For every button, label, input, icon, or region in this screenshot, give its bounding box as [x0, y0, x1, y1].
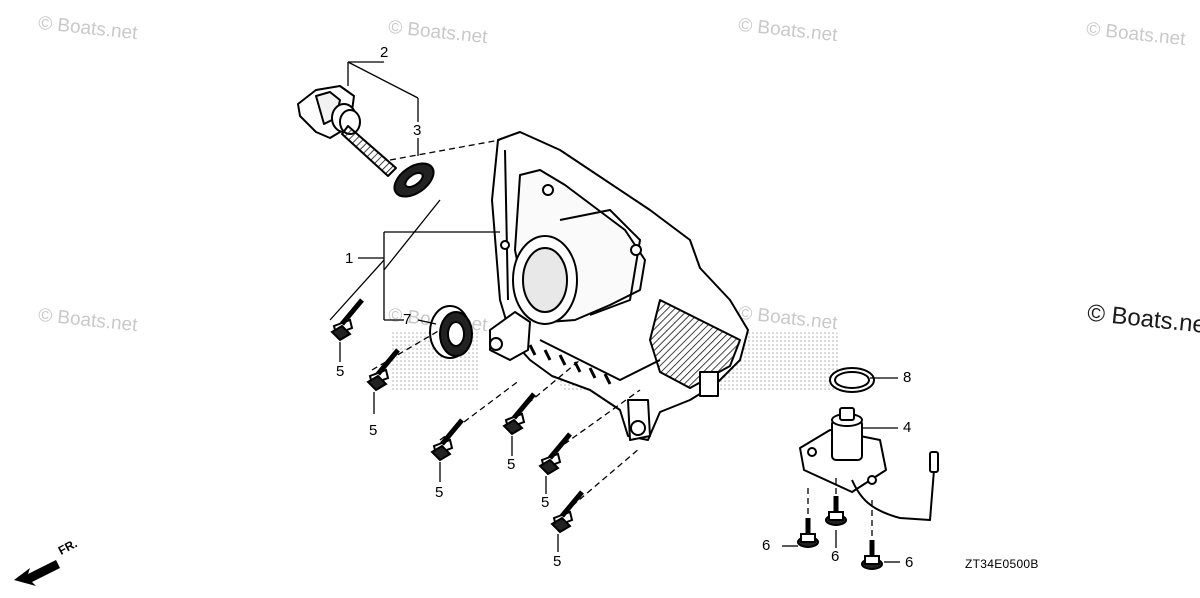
leader-lines — [329, 61, 900, 563]
callout-7: 7 — [403, 311, 412, 328]
diagram-code: ZT34E0500B — [965, 557, 1039, 571]
oil-seal — [429, 305, 473, 359]
oil-dipstick — [297, 85, 397, 177]
callout-3: 3 — [413, 122, 422, 139]
callout-2: 2 — [380, 44, 389, 61]
callout-6-b: 6 — [831, 548, 840, 565]
o-ring-8 — [829, 367, 875, 393]
callout-6-a: 6 — [762, 537, 771, 554]
callout-5-b: 5 — [369, 422, 378, 439]
callout-8: 8 — [903, 369, 912, 386]
o-ring-3 — [393, 162, 435, 198]
side-cover — [489, 131, 749, 441]
callout-5-f: 5 — [553, 553, 562, 570]
callout-5-c: 5 — [435, 484, 444, 501]
oil-level-switch — [799, 407, 939, 521]
bolts-5 — [330, 298, 584, 534]
callout-4: 4 — [903, 419, 912, 436]
callout-5-e: 5 — [541, 494, 550, 511]
bolts-6 — [797, 496, 883, 570]
callout-6-c: 6 — [905, 554, 914, 571]
callout-5-a: 5 — [336, 363, 345, 380]
callout-1: 1 — [345, 250, 354, 267]
front-direction-arrow-icon — [14, 560, 60, 586]
callout-5-d: 5 — [507, 456, 516, 473]
